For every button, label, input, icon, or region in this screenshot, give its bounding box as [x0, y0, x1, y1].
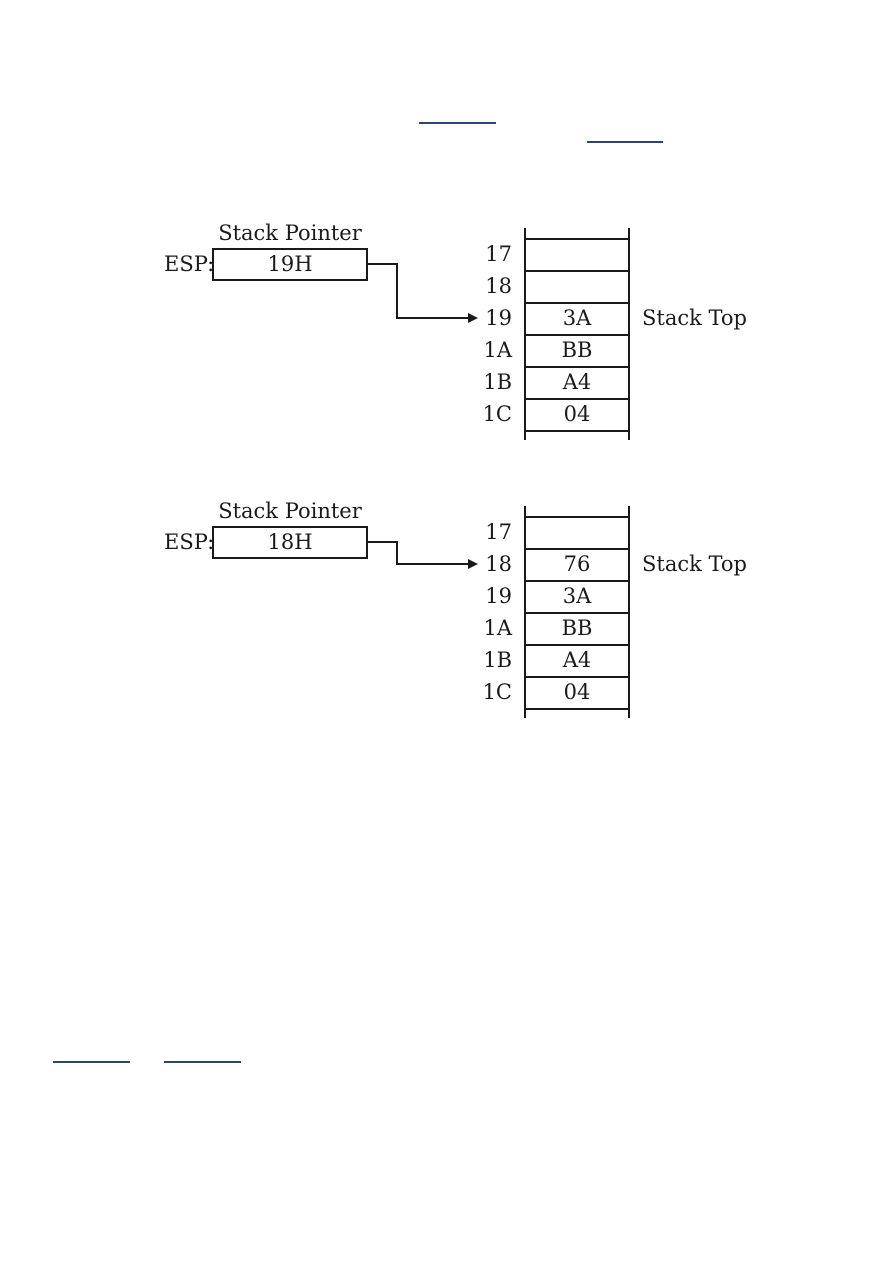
address-label: 19: [485, 584, 512, 608]
stack-pointer-title: Stack Pointer: [218, 499, 362, 523]
address-label: 17: [485, 242, 512, 266]
memory-cell-value: [526, 520, 628, 544]
pointer-arrow-segment: [396, 541, 398, 565]
memory-cell-value: 3A: [562, 584, 592, 608]
stack-row-divider: [524, 430, 630, 432]
memory-cell-value: A4: [562, 370, 592, 394]
pointer-arrow-segment: [396, 317, 470, 319]
stack-row-divider: [524, 270, 630, 272]
pointer-arrow-segment: [396, 263, 398, 319]
stack-top-label: Stack Top: [642, 552, 747, 576]
pointer-arrow-segment: [396, 563, 470, 565]
stack-row-divider: [524, 398, 630, 400]
esp-register-value: 19H: [267, 252, 313, 276]
esp-register-name: ESP:: [164, 252, 215, 276]
address-label: 1B: [483, 648, 512, 672]
pointer-arrow-head: [468, 313, 478, 323]
link-underline[interactable]: [587, 141, 663, 143]
memory-cell-value: [526, 274, 628, 298]
stack-row-divider: [524, 548, 630, 550]
memory-cell-value: [526, 242, 628, 266]
esp-register-value: 18H: [267, 530, 313, 554]
stack-diagram-esp-19h: Stack Pointer ESP: 19H 17 18 19 1A 1B 1C…: [160, 221, 747, 467]
esp-register-box: 18H: [212, 526, 368, 559]
stack-row-divider: [524, 676, 630, 678]
address-label: 1C: [482, 402, 512, 426]
link-underline[interactable]: [164, 1061, 241, 1063]
link-underline[interactable]: [53, 1061, 130, 1063]
stack-row-divider: [524, 612, 630, 614]
link-underline[interactable]: [419, 122, 496, 124]
address-label: 17: [485, 520, 512, 544]
stack-row-divider: [524, 302, 630, 304]
stack-row-divider: [524, 238, 630, 240]
address-label: 1B: [483, 370, 512, 394]
stack-row-divider: [524, 334, 630, 336]
memory-cell-value: BB: [561, 616, 593, 640]
address-label: 19: [485, 306, 512, 330]
stack-diagram-esp-18h: Stack Pointer ESP: 18H 17 18 19 1A 1B 1C…: [160, 499, 747, 745]
stack-row-divider: [524, 580, 630, 582]
esp-register-box: 19H: [212, 248, 368, 281]
stack-row-divider: [524, 366, 630, 368]
memory-cell-value: 3A: [562, 306, 592, 330]
address-label: 1C: [482, 680, 512, 704]
memory-cell-value: 76: [563, 552, 591, 576]
address-label: 18: [485, 552, 512, 576]
stack-row-divider: [524, 644, 630, 646]
memory-cell-value: A4: [562, 648, 592, 672]
stack-pointer-title: Stack Pointer: [218, 221, 362, 245]
memory-cell-value: BB: [561, 338, 593, 362]
stack-row-divider: [524, 708, 630, 710]
stack-row-divider: [524, 516, 630, 518]
address-label: 18: [485, 274, 512, 298]
pointer-arrow-segment: [366, 263, 398, 265]
pointer-arrow-segment: [366, 541, 398, 543]
memory-stack-table: [524, 506, 630, 718]
stack-top-label: Stack Top: [642, 306, 747, 330]
memory-cell-value: 04: [563, 402, 591, 426]
address-label: 1A: [483, 338, 512, 362]
esp-register-name: ESP:: [164, 530, 215, 554]
address-label: 1A: [483, 616, 512, 640]
memory-stack-table: [524, 228, 630, 440]
memory-cell-value: 04: [563, 680, 591, 704]
pointer-arrow-head: [468, 559, 478, 569]
